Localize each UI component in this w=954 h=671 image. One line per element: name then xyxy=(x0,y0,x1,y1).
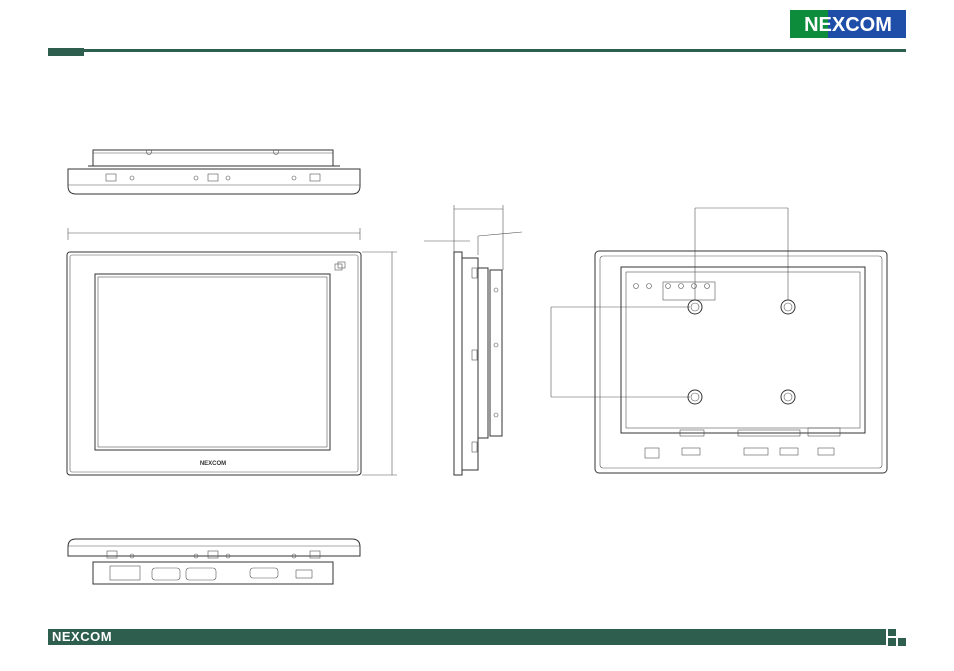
footer-nexcom-logo: NEXCOM xyxy=(52,630,112,644)
footer-corner-squares-icon xyxy=(888,629,906,646)
side-view xyxy=(424,205,522,475)
front-view: NEXCOM xyxy=(67,228,397,475)
top-view xyxy=(68,150,360,195)
footer-bar xyxy=(48,629,886,645)
front-badge: NEXCOM xyxy=(200,461,226,467)
bottom-view xyxy=(68,539,360,584)
rear-view xyxy=(551,208,887,473)
